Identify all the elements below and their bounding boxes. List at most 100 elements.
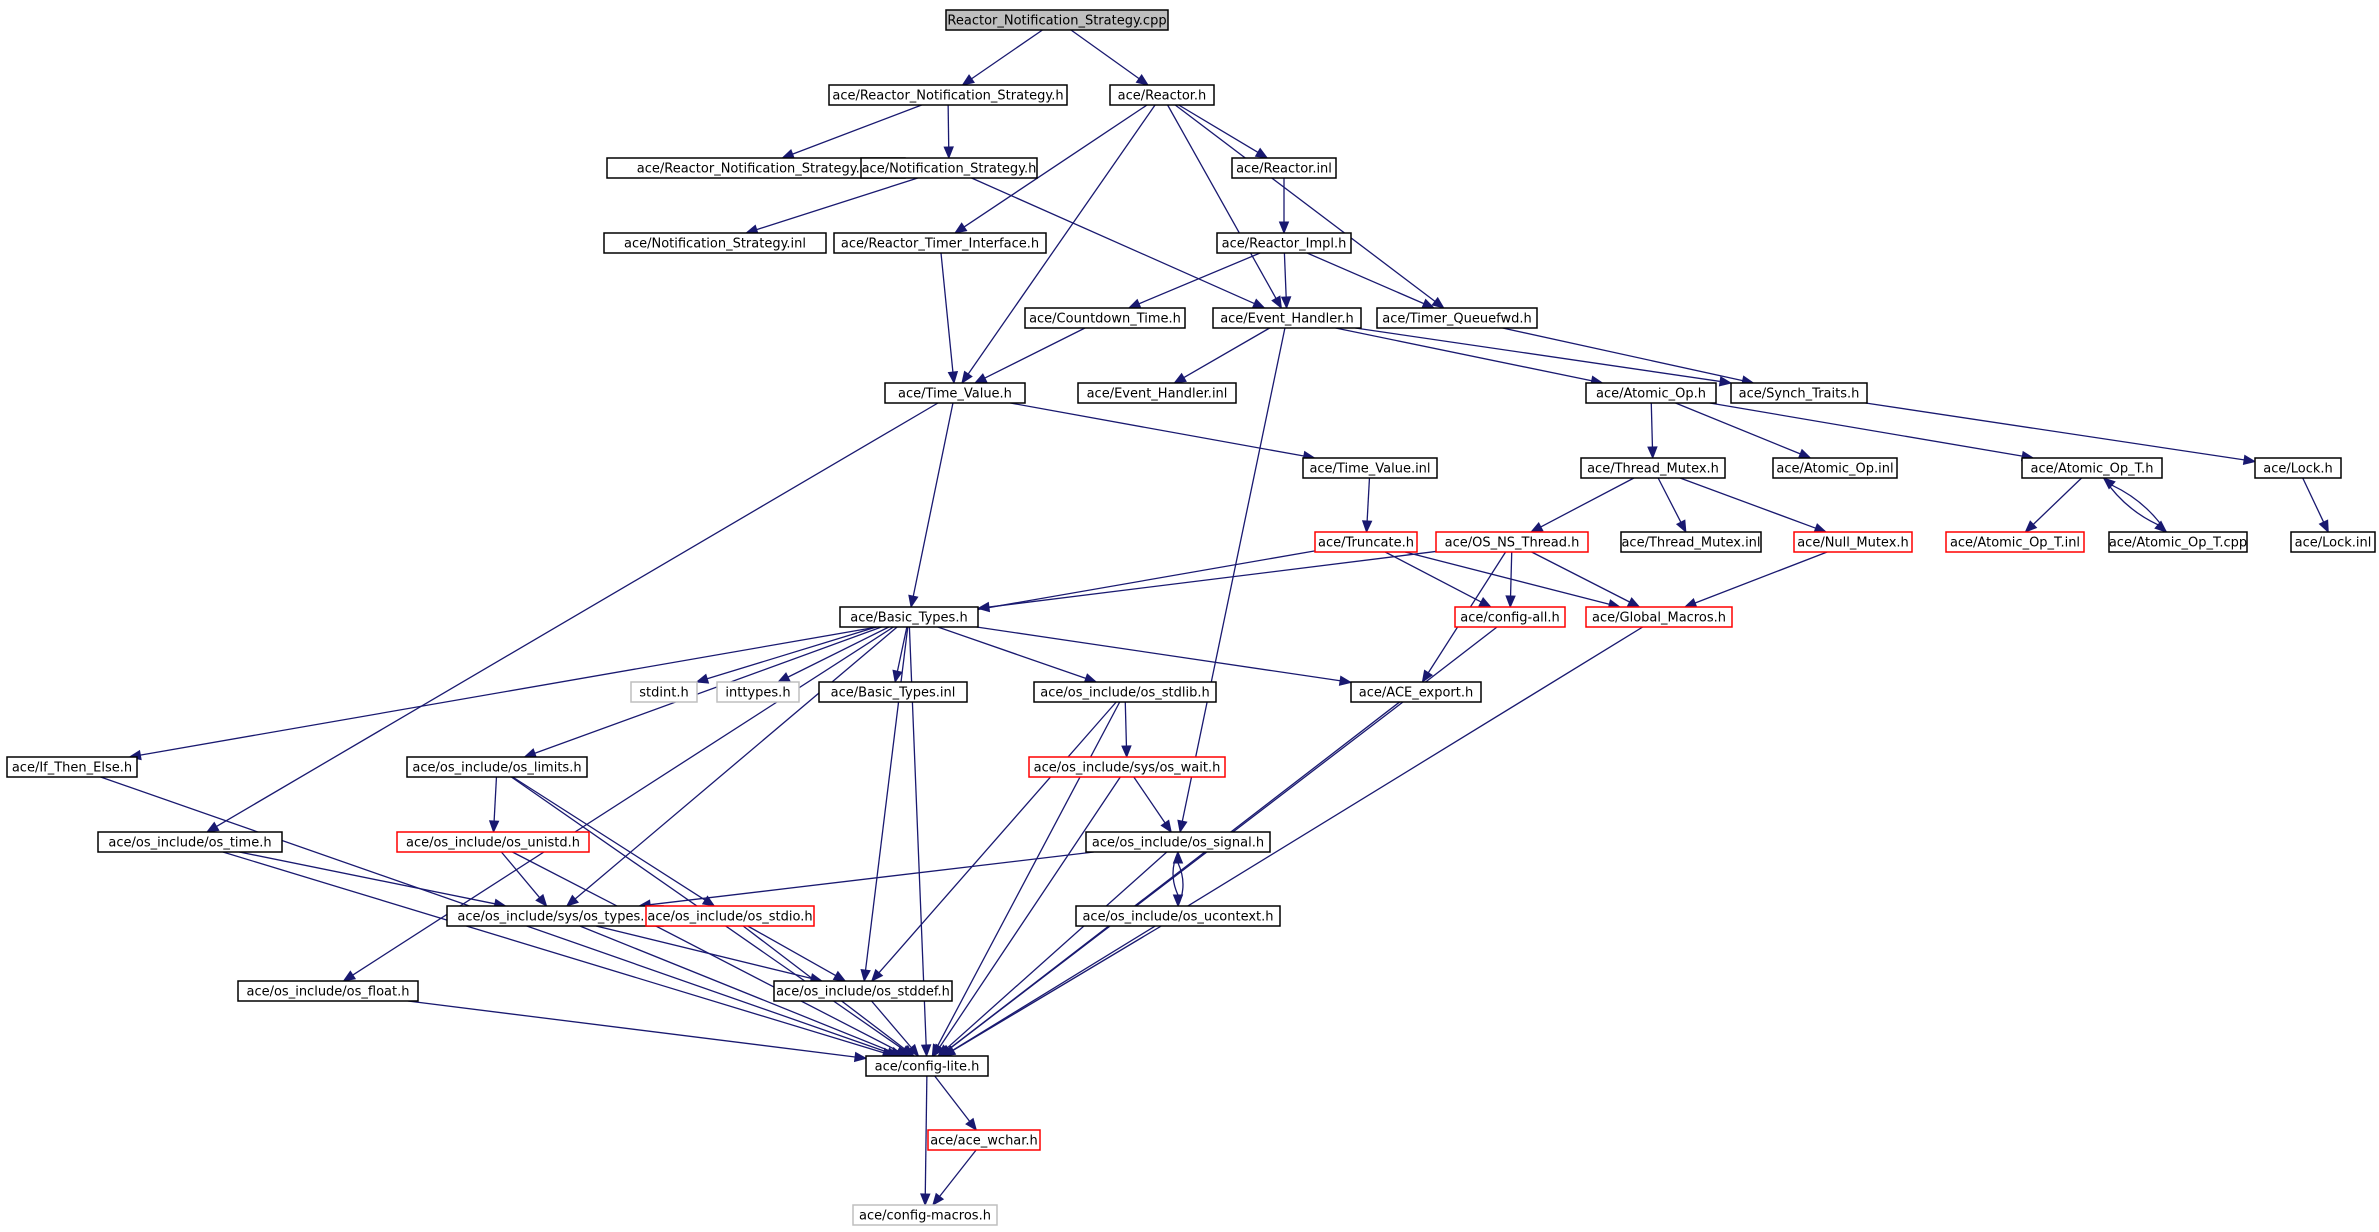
edge-reactor_h-to-eh_h	[1167, 104, 1283, 310]
node-tv-inl[interactable]: ace/Time_Value.inl	[1302, 457, 1438, 479]
node-box	[1212, 307, 1362, 329]
node-atomict-cpp[interactable]: ace/Atomic_Op_T.cpp	[2108, 531, 2248, 553]
edge-rimpl_h-to-eh_h	[1280, 252, 1292, 310]
node-wchar-h[interactable]: ace/ace_wchar.h	[927, 1129, 1041, 1151]
edge-atomic_h-to-tmutex_h	[1647, 402, 1658, 460]
node-ostime-h[interactable]: ace/os_include/os_time.h	[97, 831, 283, 853]
node-tmutex-h[interactable]: ace/Thread_Mutex.h	[1580, 457, 1726, 479]
node-label: ace/os_include/sys/os_types.h	[457, 910, 652, 925]
node-lock-h[interactable]: ace/Lock.h	[2254, 457, 2342, 479]
node-stddef-h[interactable]: ace/os_include/os_stddef.h	[773, 980, 953, 1002]
node-label: ace/Reactor_Timer_Interface.h	[841, 237, 1039, 252]
edge-basic_h-to-systypes_h	[565, 626, 898, 907]
node-limits-h[interactable]: ace/os_include/os_limits.h	[406, 756, 588, 778]
node-label: ace/os_include/os_unistd.h	[406, 836, 580, 851]
node-configall-h[interactable]: ace/config-all.h	[1454, 606, 1566, 628]
edge-root-to-rns_h	[961, 29, 1043, 86]
node-atomic-h[interactable]: ace/Atomic_Op.h	[1585, 382, 1717, 404]
edge-osns_h-to-basic_h	[976, 550, 1437, 613]
node-box	[852, 1204, 998, 1226]
node-lock-inl[interactable]: ace/Lock.inl	[2290, 531, 2376, 553]
node-ns-h[interactable]: ace/Notification_Strategy.h	[860, 157, 1038, 179]
edge-reactor_h-to-tqfwd_h	[1174, 104, 1445, 309]
node-box	[716, 681, 800, 703]
node-box	[927, 1129, 1041, 1151]
node-ifthen-h[interactable]: ace/If_Then_Else.h	[6, 756, 138, 778]
node-countdown-h[interactable]: ace/Countdown_Time.h	[1024, 307, 1186, 329]
node-label: inttypes.h	[725, 686, 790, 701]
node-configlite-h[interactable]: ace/config-lite.h	[865, 1055, 989, 1077]
node-label: ace/Atomic_Op_T.h	[2031, 462, 2154, 477]
node-unistd-h[interactable]: ace/os_include/os_unistd.h	[396, 831, 590, 853]
node-box	[945, 9, 1169, 31]
node-label: ace/Notification_Strategy.inl	[624, 237, 806, 252]
node-label: Reactor_Notification_Strategy.cpp	[947, 14, 1166, 29]
node-stdlib-h[interactable]: ace/os_include/os_stdlib.h	[1033, 681, 1217, 703]
edge-stdlib_h-to-stddef_h	[870, 701, 1117, 982]
node-stdio-h[interactable]: ace/os_include/os_stdio.h	[645, 905, 815, 927]
node-atomict-inl[interactable]: ace/Atomic_Op_T.inl	[1945, 531, 2085, 553]
node-rimpl-h[interactable]: ace/Reactor_Impl.h	[1216, 232, 1352, 254]
edge-tqfwd_h-to-synch_h	[1502, 327, 1755, 386]
node-inttypes-h[interactable]: inttypes.h	[716, 681, 800, 703]
node-box	[1793, 531, 1913, 553]
node-label: ace/If_Then_Else.h	[12, 761, 132, 776]
node-rns-h[interactable]: ace/Reactor_Notification_Strategy.h	[828, 84, 1068, 106]
node-nullmutex-h[interactable]: ace/Null_Mutex.h	[1793, 531, 1913, 553]
node-label: ace/Time_Value.h	[898, 387, 1012, 402]
node-box	[2254, 457, 2342, 479]
node-box	[828, 84, 1068, 106]
node-box	[833, 232, 1047, 254]
edge-tmutex_h-to-osns_h	[1529, 477, 1635, 533]
node-osns-h[interactable]: ace/OS_NS_Thread.h	[1435, 531, 1589, 553]
node-atomict-h[interactable]: ace/Atomic_Op_T.h	[2021, 457, 2163, 479]
node-truncate-h[interactable]: ace/Truncate.h	[1314, 531, 1418, 553]
node-basic-h[interactable]: ace/Basic_Types.h	[839, 606, 979, 628]
edge-limits_h-to-stdio_h	[512, 776, 716, 907]
node-label: ace/Notification_Strategy.h	[862, 162, 1037, 177]
node-aceexport-h[interactable]: ace/ACE_export.h	[1350, 681, 1482, 703]
node-oswait-h[interactable]: ace/os_include/sys/os_wait.h	[1028, 756, 1226, 778]
node-box	[1620, 531, 1762, 553]
node-configmacros-h[interactable]: ace/config-macros.h	[852, 1204, 998, 1226]
node-eh-inl[interactable]: ace/Event_Handler.inl	[1077, 382, 1237, 404]
edge-osns_h-to-configall_h	[1505, 551, 1516, 609]
node-ucontext-h[interactable]: ace/os_include/os_ucontext.h	[1075, 905, 1281, 927]
node-tqfwd-h[interactable]: ace/Timer_Queuefwd.h	[1376, 307, 1538, 329]
node-box	[1216, 232, 1352, 254]
node-float-h[interactable]: ace/os_include/os_float.h	[237, 980, 419, 1002]
node-label: ace/Thread_Mutex.h	[1587, 462, 1719, 477]
node-systypes-h[interactable]: ace/os_include/sys/os_types.h	[446, 905, 664, 927]
node-signal-h[interactable]: ace/os_include/os_signal.h	[1085, 831, 1271, 853]
node-tv-h[interactable]: ace/Time_Value.h	[884, 382, 1026, 404]
node-basic-inl[interactable]: ace/Basic_Types.inl	[818, 681, 968, 703]
edge-truncate_h-to-ifthen_h	[128, 550, 1316, 761]
node-reactor-inl[interactable]: ace/Reactor.inl	[1231, 157, 1337, 179]
node-synch-h[interactable]: ace/Synch_Traits.h	[1730, 382, 1868, 404]
node-atomic-inl[interactable]: ace/Atomic_Op.inl	[1772, 457, 1898, 479]
node-label: ace/Reactor_Notification_Strategy.inl	[637, 162, 875, 177]
edge-rimpl_h-to-countdown_h	[1127, 252, 1261, 309]
node-stdint-h[interactable]: stdint.h	[630, 681, 698, 703]
node-ns-inl[interactable]: ace/Notification_Strategy.inl	[603, 232, 827, 254]
node-box	[1376, 307, 1538, 329]
node-tmutex-inl[interactable]: ace/Thread_Mutex.inl	[1620, 531, 1762, 553]
node-label: ace/ace_wchar.h	[930, 1134, 1038, 1149]
node-label: ace/os_include/os_limits.h	[412, 761, 581, 776]
node-label: ace/Atomic_Op.h	[1596, 387, 1706, 402]
edge-oswait_h-to-signal_h	[1133, 776, 1172, 834]
node-box	[1772, 457, 1898, 479]
node-rns-inl[interactable]: ace/Reactor_Notification_Strategy.inl	[606, 157, 906, 179]
node-globalmacros-h[interactable]: ace/Global_Macros.h	[1585, 606, 1733, 628]
node-rti-h[interactable]: ace/Reactor_Timer_Interface.h	[833, 232, 1047, 254]
edge-reactor_h-to-rti_h	[953, 104, 1148, 234]
edges-layer	[100, 29, 2329, 1207]
node-eh-h[interactable]: ace/Event_Handler.h	[1212, 307, 1362, 329]
node-reactor-h[interactable]: ace/Reactor.h	[1109, 84, 1215, 106]
node-label: ace/Time_Value.inl	[1309, 462, 1430, 477]
edge-synch_h-to-lock_h	[1865, 402, 2257, 466]
node-box	[603, 232, 827, 254]
node-box	[1580, 457, 1726, 479]
node-root[interactable]: Reactor_Notification_Strategy.cpp	[945, 9, 1169, 31]
